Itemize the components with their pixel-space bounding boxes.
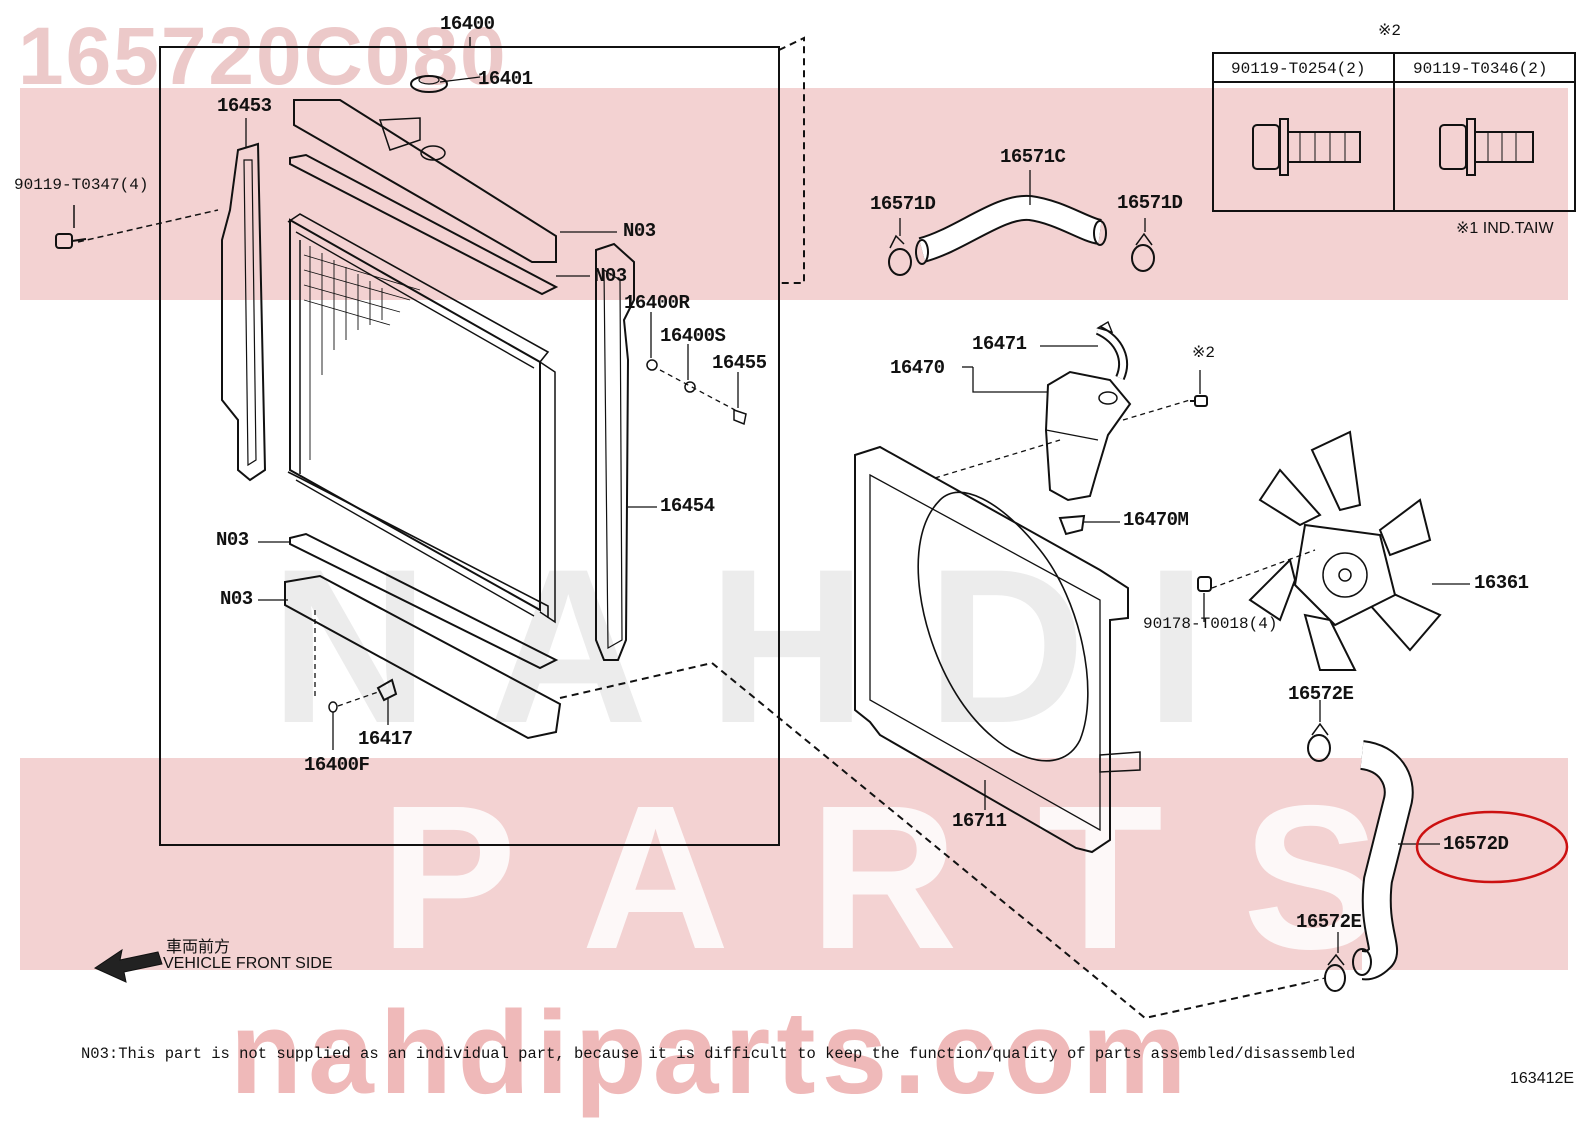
- upper-tank: [293, 99, 557, 263]
- arrow-left-icon: [93, 948, 163, 983]
- bolt-icon: [55, 233, 87, 249]
- clamp-icon: [1307, 722, 1331, 762]
- gasket-lower: [289, 532, 559, 670]
- callout-16572d: 16572D: [1443, 833, 1509, 855]
- callout-16572e-upper: 16572E: [1288, 683, 1354, 705]
- callout-note-2: ※2: [1192, 344, 1216, 362]
- callout-16401: 16401: [478, 68, 533, 90]
- callout-n03-lower-gasket: N03: [216, 529, 249, 551]
- callout-16453: 16453: [217, 95, 272, 117]
- clip-icon: [1058, 514, 1086, 536]
- drain-cock: [376, 678, 398, 702]
- callout-16400: 16400: [440, 13, 495, 35]
- callout-16571d-left: 16571D: [870, 193, 936, 215]
- bolt-table-footnote: ※1 IND.TAIW: [1456, 220, 1554, 237]
- clamp-icon: [888, 234, 912, 276]
- callout-90119-t0347: 90119-T0347(4): [14, 176, 149, 194]
- lower-tank: [284, 574, 562, 740]
- callout-16361: 16361: [1474, 572, 1529, 594]
- bolt-icon: [1190, 395, 1208, 407]
- direction-jp: 車両前方: [166, 939, 231, 956]
- callout-16711: 16711: [952, 810, 1007, 832]
- callout-16572e-lower: 16572E: [1296, 911, 1362, 933]
- callout-16471: 16471: [972, 333, 1027, 355]
- diagram-id: 163412E: [1510, 1070, 1575, 1087]
- callout-90178-t0018: 90178-T0018(4): [1143, 615, 1278, 633]
- callout-16455: 16455: [712, 352, 767, 374]
- callout-16470: 16470: [890, 357, 945, 379]
- bolt-icon: [1252, 118, 1361, 176]
- callout-16470m: 16470M: [1123, 509, 1189, 531]
- callout-16400r: 16400R: [624, 292, 690, 314]
- callout-16400s: 16400S: [660, 325, 726, 347]
- watermark-site: nahdiparts.com: [230, 987, 1193, 1119]
- clamp-icon: [1131, 232, 1155, 272]
- support-left: [221, 142, 267, 482]
- callout-n03-upper-gasket: N03: [594, 265, 627, 287]
- callout-16571d-right: 16571D: [1117, 192, 1183, 214]
- gasket-upper: [289, 153, 559, 296]
- clamp-icon: [1324, 953, 1346, 992]
- fan-shroud: [854, 445, 1129, 854]
- callout-16454: 16454: [660, 495, 715, 517]
- footer-note: N03:This part is not supplied as an indi…: [81, 1045, 1356, 1063]
- watermark-band-top: [20, 88, 1568, 300]
- fan: [1248, 430, 1442, 671]
- reservoir: [1044, 370, 1132, 502]
- callout-16571c: 16571C: [1000, 146, 1066, 168]
- bolt-table-col2: 90119-T0346(2): [1413, 60, 1548, 78]
- callout-n03-lower-tank: N03: [220, 588, 253, 610]
- radiator-core: [289, 218, 541, 612]
- direction-en: VEHICLE FRONT SIDE: [163, 955, 333, 972]
- highlight-circle: [1415, 810, 1569, 884]
- watermark-part-number: 165720C080: [18, 11, 508, 102]
- callout-16417: 16417: [358, 728, 413, 750]
- support-right: [595, 242, 635, 661]
- bolt-table-col1: 90119-T0254(2): [1231, 60, 1366, 78]
- bolt-icon: [1197, 576, 1212, 592]
- radiator-assy-frame: [159, 46, 780, 846]
- callout-16400f: 16400F: [304, 754, 370, 776]
- bolt-table-note: ※2: [1378, 22, 1402, 40]
- callout-n03-upper-tank: N03: [623, 220, 656, 242]
- bolt-icon: [1439, 118, 1534, 176]
- watermark-band-bottom: [20, 758, 1568, 970]
